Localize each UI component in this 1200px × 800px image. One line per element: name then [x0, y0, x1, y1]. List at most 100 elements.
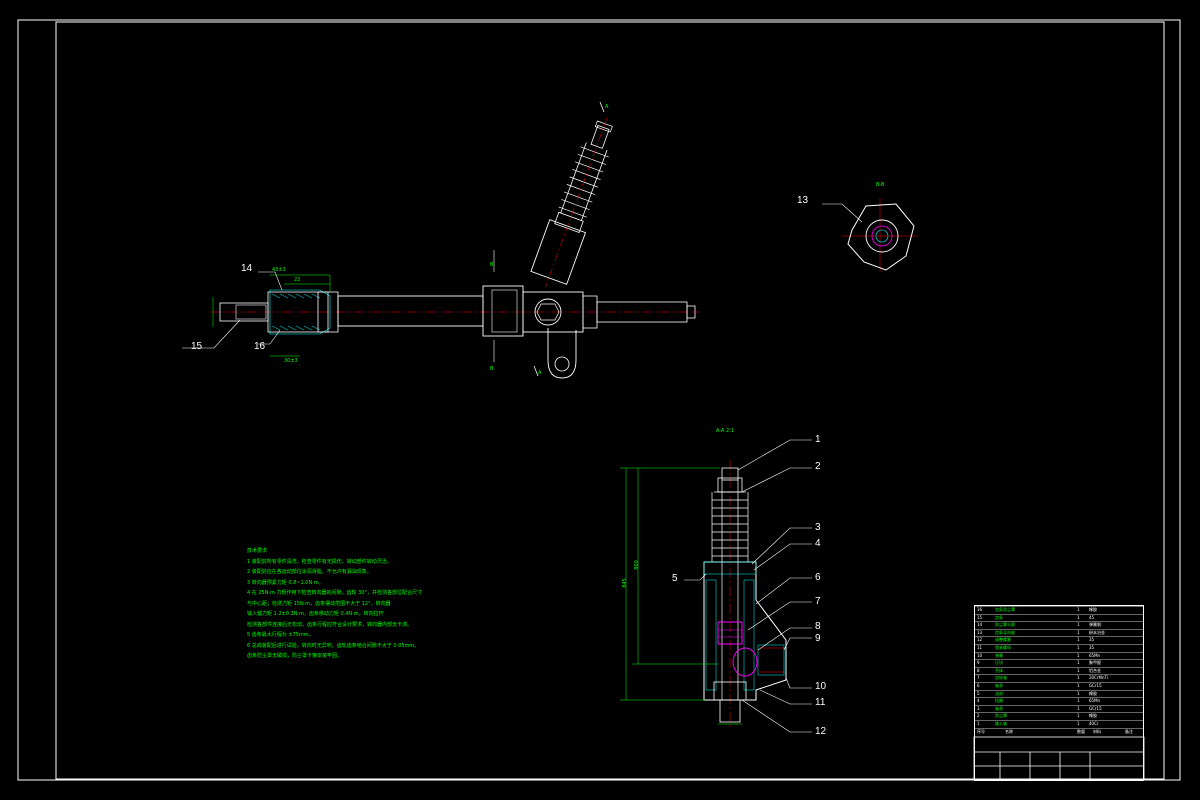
bom-cell-material: 橡胶 [1089, 690, 1097, 696]
part-number-15: 15 [191, 341, 203, 352]
section-aa-view [620, 439, 812, 733]
bom-cell-no: 7 [977, 675, 980, 681]
bom-cell-name: 防尘罩卡箍 [995, 622, 1015, 628]
bom-cell-name: 壳体 [995, 667, 1003, 673]
dimension-vertical-inner: 800 [633, 560, 640, 570]
bom-cell-material: 橡胶 [1089, 607, 1097, 612]
bom-cell-name: 油封 [995, 690, 1003, 696]
bom-cell-material: 橡胶 [1089, 713, 1097, 719]
bom-cell-qty: 1 [1077, 667, 1080, 673]
bom-row: 1 输入轴 1 40Cr [975, 720, 1143, 727]
bom-cell-name: 弹簧 [995, 652, 1003, 658]
part-number-14: 14 [241, 263, 253, 274]
bom-cell-material: 40Cr [1089, 721, 1099, 726]
bom-cell-no: 12 [977, 637, 983, 643]
part-number-2: 2 [815, 461, 821, 472]
bom-header-material: 材料 [1093, 728, 1101, 734]
bom-cell-material: 20CrMnTi [1089, 675, 1108, 681]
technical-note-line: 输入轴力矩 1.2±0.3N·m，齿条移动力矩 0.4N·m，转向拉杆 [247, 611, 384, 617]
bom-cell-qty: 1 [1077, 645, 1080, 650]
bom-cell-name: 齿轮轴 [995, 675, 1007, 681]
technical-note-line: 4 在 25N·m 力矩作用下检查转向器的间隙，齿轮 30°，并检测各部位配合尺… [247, 590, 422, 596]
bom-cell-no: 3 [977, 705, 980, 711]
part-number-13: 13 [797, 195, 809, 206]
bom-cell-name: 轴承 [995, 705, 1003, 711]
section-bb-view [822, 198, 918, 272]
bom-cell-no: 15 [977, 614, 983, 620]
bom-cell-material: 45 [1089, 614, 1095, 620]
bom-cell-no: 14 [977, 622, 983, 628]
section-label-a-top: A [605, 104, 609, 110]
bom-cell-qty: 1 [1077, 713, 1080, 719]
technical-note-line: 技术要求 [247, 548, 268, 554]
section-bb-title: B-B [876, 182, 885, 188]
part-number-11: 11 [815, 697, 826, 708]
bom-row: 14 防尘罩卡箍 1 弹簧钢 [975, 621, 1143, 628]
bom-cell-qty: 1 [1077, 690, 1080, 696]
bom-cell-no: 8 [977, 667, 980, 673]
bom-header-note: 备注 [1125, 728, 1133, 734]
bom-cell-material: 65Mn [1089, 698, 1101, 704]
technical-note-line: 3 转向器预紧力矩 0.8~1.0N·m。 [247, 579, 324, 586]
bom-row: 5 油封 1 橡胶 [975, 689, 1143, 697]
technical-note-line: 1 装配前所有零件清洗，检查零件有无损伤，转动部件转动灵活。 [247, 558, 392, 565]
bom-cell-no: 6 [977, 683, 980, 688]
section-aa-title: A-A 2:1 [716, 428, 735, 434]
bom-cell-material: 65Mn [1089, 652, 1101, 658]
part-number-5: 5 [672, 573, 678, 584]
dimension-top-2: 22 [294, 277, 301, 283]
bom-cell-no: 11 [977, 645, 983, 650]
bom-cell-no: 9 [977, 660, 980, 666]
bom-cell-no: 5 [977, 690, 980, 696]
bom-cell-name: 齿条导向座 [995, 629, 1015, 635]
part-number-1: 1 [815, 434, 821, 445]
bom-cell-qty: 1 [1077, 721, 1080, 726]
technical-note-line: 5 齿条最大行程为 ±75mm。 [247, 632, 314, 638]
bom-cell-material: 35 [1089, 645, 1095, 650]
bom-row: 8 壳体 1 铝合金 [975, 666, 1143, 674]
bom-cell-name: 锁紧螺母 [995, 645, 1011, 650]
part-number-8: 8 [815, 621, 821, 632]
bom-cell-material: 铝合金 [1089, 667, 1101, 673]
section-label-a-bottom: A [538, 370, 542, 376]
bom-cell-name: 挡圈 [995, 698, 1003, 704]
part-number-10: 10 [815, 681, 827, 692]
bom-cell-no: 1 [977, 721, 980, 726]
bom-cell-qty: 1 [1077, 698, 1080, 704]
bom-cell-no: 10 [977, 652, 983, 658]
bom-cell-material: 粉末冶金 [1089, 629, 1105, 635]
part-number-12: 12 [815, 726, 827, 737]
bom-cell-material: 35 [1089, 637, 1095, 643]
bom-cell-name: 轴承 [995, 683, 1003, 688]
bom-cell-material: GCr15 [1089, 683, 1102, 688]
bom-cell-qty: 1 [1077, 660, 1080, 666]
part-number-9: 9 [815, 633, 821, 644]
bom-cell-qty: 1 [1077, 675, 1080, 681]
bom-cell-name: 防尘罩 [995, 713, 1007, 719]
bom-cell-no: 13 [977, 629, 983, 635]
bom-cell-qty: 1 [1077, 607, 1080, 612]
bom-row: 11 锁紧螺母 1 35 [975, 644, 1143, 651]
bom-cell-name: 齿条防尘罩 [995, 607, 1015, 612]
bom-header-qty: 数量 [1077, 728, 1085, 734]
bom-row: 7 齿轮轴 1 20CrMnTi [975, 674, 1143, 681]
bom-cell-name: 调整螺塞 [995, 637, 1011, 643]
bom-cell-name: 输入轴 [995, 721, 1007, 726]
technical-note-line: 2 装配前应在各运动部位涂润滑脂，不允许有漏油现象。 [247, 569, 372, 575]
bom-cell-material: GCr15 [1089, 705, 1102, 711]
bom-cell-material: 弹簧钢 [1089, 622, 1101, 628]
technical-note-line: 与中心距；检测力矩 15N·m，齿条摆动范围不大于 12°，转向器 [247, 600, 391, 607]
technical-note-line: 6 总成装配后进行试验，转向时无异响，齿轮齿条啮合间隙不大于 0.05mm。 [247, 642, 420, 649]
dimension-top-1: 43±3 [272, 267, 286, 273]
bom-cell-qty: 1 [1077, 629, 1080, 635]
bom-cell-qty: 1 [1077, 622, 1080, 628]
section-label-b-bottom: B [490, 366, 494, 372]
bom-cell-material: 聚甲醛 [1089, 660, 1101, 666]
bom-cell-name: 齿条 [995, 614, 1003, 620]
